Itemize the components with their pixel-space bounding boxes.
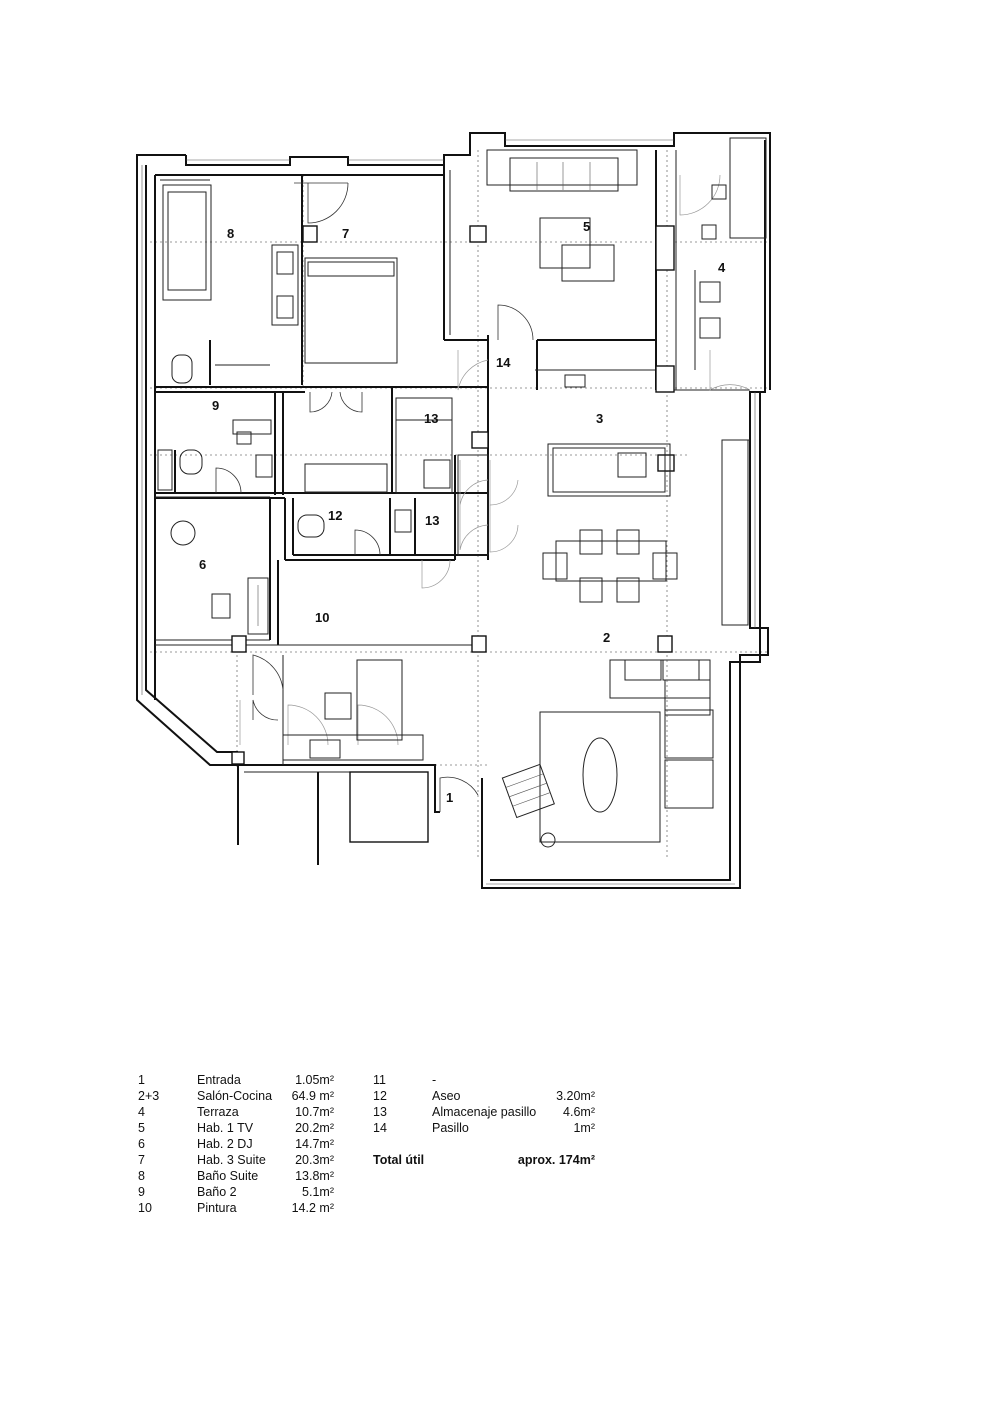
legend-row: 5 Hab. 1 TV 20.2m² <box>138 1120 338 1136</box>
legend-row: 1 Entrada 1.05m² <box>138 1072 338 1088</box>
legend-area: 3.20m² <box>556 1089 595 1103</box>
legend-room: Hab. 1 TV <box>197 1121 254 1135</box>
windows <box>141 139 756 885</box>
legend-row: 10 Pintura 14.2 m² <box>138 1200 338 1216</box>
exterior-walls <box>136 132 771 889</box>
room-label-5: 5 <box>583 219 590 234</box>
legend-num: 7 <box>138 1153 145 1167</box>
legend-row: 9 Baño 2 5.1m² <box>138 1184 338 1200</box>
legend-room: Terraza <box>197 1105 239 1119</box>
room-label-4: 4 <box>718 260 726 275</box>
legend-area: 4.6m² <box>563 1105 595 1119</box>
legend-room: Aseo <box>432 1089 461 1103</box>
room-label-6: 6 <box>199 557 206 572</box>
total-label: Total útil <box>373 1153 425 1167</box>
legend-area: 13.8m² <box>295 1169 334 1183</box>
legend-row: 14 Pasillo 1m² <box>373 1120 595 1136</box>
room-labels: 8 7 5 4 14 9 13 3 12 13 6 10 2 1 <box>199 219 726 805</box>
legend-row: 2+3 Salón-Cocina 64.9 m² <box>138 1088 338 1104</box>
legend-room: Pintura <box>197 1201 237 1215</box>
columns <box>231 225 675 765</box>
legend-room: Baño Suite <box>197 1169 259 1183</box>
legend-num: 11 <box>373 1073 386 1087</box>
legend-num: 2+3 <box>138 1089 160 1103</box>
furniture <box>157 137 767 848</box>
legend-num: 4 <box>138 1105 145 1119</box>
room-label-8: 8 <box>227 226 234 241</box>
legend-left: 1 Entrada 1.05m² 2+3 Salón-Cocina 64.9 m² 4 T… <box>138 1072 338 1216</box>
room-label-13a: 13 <box>424 411 438 426</box>
legend-area: 5.1m² <box>302 1185 334 1199</box>
legend-room: Hab. 2 DJ <box>197 1137 253 1151</box>
legend-row: 11 - <box>373 1072 595 1088</box>
legend-area: 20.3m² <box>295 1153 334 1167</box>
legend-num: 14 <box>373 1121 387 1135</box>
legend-row: 7 Hab. 3 Suite 20.3m² <box>138 1152 338 1168</box>
legend-row: 13 Almacenaje pasillo 4.6m² <box>373 1104 595 1120</box>
legend-num: 1 <box>138 1073 145 1087</box>
legend-num: 13 <box>373 1105 387 1119</box>
legend-room: Almacenaje pasillo <box>432 1105 537 1119</box>
legend-area: 14.2 m² <box>291 1201 334 1215</box>
legend-num: 12 <box>373 1089 387 1103</box>
room-label-2: 2 <box>603 630 610 645</box>
legend-area: 64.9 m² <box>291 1089 334 1103</box>
total-value: aprox. 174m² <box>517 1153 595 1167</box>
legend-area: 20.2m² <box>295 1121 334 1135</box>
doors <box>215 174 751 812</box>
legend-area: 14.7m² <box>295 1137 334 1151</box>
legend-room: Salón-Cocina <box>197 1089 273 1103</box>
room-label-1: 1 <box>446 790 453 805</box>
legend-room: Entrada <box>197 1073 241 1087</box>
legend-area: 1m² <box>573 1121 595 1135</box>
legend-room: Baño 2 <box>197 1185 237 1199</box>
room-label-9: 9 <box>212 398 219 413</box>
room-label-13b: 13 <box>425 513 439 528</box>
floor-plan: 8 7 5 4 14 9 13 3 12 13 6 10 2 1 <box>136 132 771 889</box>
legend-room: Hab. 3 Suite <box>197 1153 266 1167</box>
room-label-14: 14 <box>496 355 511 370</box>
legend-row: 6 Hab. 2 DJ 14.7m² <box>138 1136 338 1152</box>
legend-row: 4 Terraza 10.7m² <box>138 1104 338 1120</box>
legend-right: 11 - 12 Aseo 3.20m² 13 Almacenaje pasillo 4.6… <box>373 1072 595 1168</box>
legend-area: 10.7m² <box>295 1105 334 1119</box>
legend-num: 9 <box>138 1185 145 1199</box>
legend-room: Pasillo <box>432 1121 469 1135</box>
room-label-12: 12 <box>328 508 342 523</box>
legend-row: 12 Aseo 3.20m² <box>373 1088 595 1104</box>
legend-room: - <box>432 1073 437 1087</box>
legend-num: 8 <box>138 1169 145 1183</box>
room-label-10: 10 <box>315 610 329 625</box>
legend-spacer <box>373 1136 595 1152</box>
legend-total: Total útil aprox. 174m² <box>373 1152 595 1168</box>
interior-walls <box>154 150 750 765</box>
room-label-7: 7 <box>342 226 349 241</box>
legend-num: 5 <box>138 1121 145 1135</box>
room-label-3: 3 <box>596 411 603 426</box>
legend-area: 1.05m² <box>295 1073 334 1087</box>
legend-num: 10 <box>138 1201 152 1215</box>
legend-num: 6 <box>138 1137 145 1151</box>
legend-row: 8 Baño Suite 13.8m² <box>138 1168 338 1184</box>
